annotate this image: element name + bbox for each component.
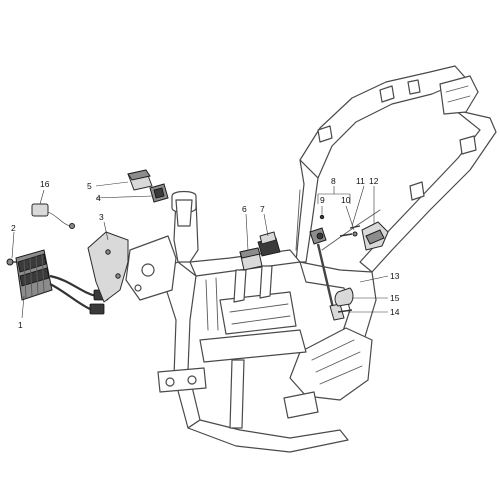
part-16-sensor: [31, 203, 75, 229]
callout-5: 5: [87, 181, 92, 191]
callout-13: 13: [390, 271, 400, 281]
leader-lines: [11, 181, 389, 319]
part-3-bracket: [87, 231, 129, 303]
callout-4: 4: [96, 193, 101, 203]
part-9-screw: [319, 214, 325, 220]
part-6-relay: [239, 247, 263, 271]
part-15-bushing: [334, 287, 354, 307]
part-8-sensor-assembly: [309, 227, 345, 321]
part-5-relay: [127, 169, 153, 191]
part-10-washer: [339, 231, 358, 237]
callout-15: 15: [390, 293, 400, 303]
callout-2: 2: [11, 223, 16, 233]
callout-11: 11: [356, 176, 365, 186]
callout-9: 9: [320, 195, 325, 205]
part-12-control-unit: [361, 221, 389, 251]
part-11-screw: [349, 225, 361, 229]
callout-16: 16: [40, 179, 50, 189]
callout-labels: 16 2 1 3 5 4 6 7 8 9 10 11 12 13 15 14: [11, 176, 400, 330]
callout-1: 1: [18, 320, 23, 330]
chassis-frame: [125, 65, 497, 453]
part-7-connector: [257, 231, 281, 257]
callout-6: 6: [242, 204, 247, 214]
callout-3: 3: [99, 212, 104, 222]
callout-10: 10: [341, 195, 351, 205]
callout-14: 14: [390, 307, 400, 317]
callout-8: 8: [331, 176, 336, 186]
callout-7: 7: [260, 204, 265, 214]
part-1-regulator: [15, 249, 109, 315]
callout-12: 12: [369, 176, 379, 186]
part-4-connector: [149, 183, 169, 203]
part-14-bolt: [337, 309, 353, 313]
